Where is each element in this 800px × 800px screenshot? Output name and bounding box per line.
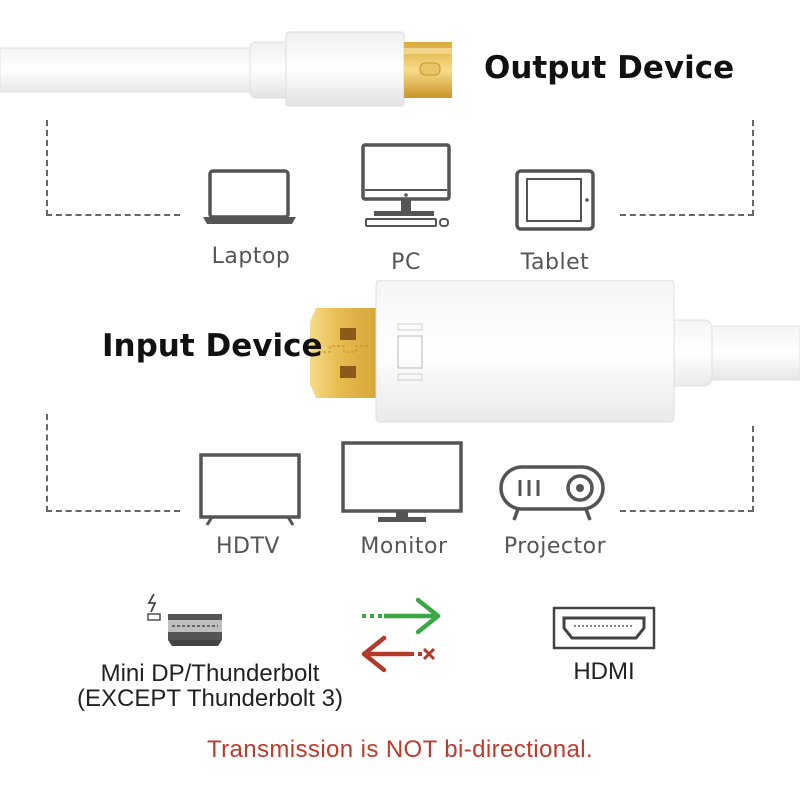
mini-dp-caption-line1: Mini DP/Thunderbolt	[100, 660, 320, 687]
hdmi-cable-image	[310, 280, 800, 423]
hdtv-icon	[199, 453, 301, 526]
top-right-bracket-vertical	[752, 120, 754, 216]
mini-dp-cable-image	[0, 31, 452, 107]
top-left-bracket-horizontal	[46, 214, 180, 216]
bottom-left-bracket-horizontal	[46, 510, 180, 512]
hdtv-label: HDTV	[216, 534, 280, 559]
top-right-bracket-horizontal	[620, 214, 754, 216]
pc-label: PC	[391, 250, 421, 275]
bottom-left-bracket-vertical	[46, 414, 48, 512]
input-device-title: Input Device	[102, 328, 323, 364]
monitor-icon	[341, 441, 463, 522]
projector-label: Projector	[503, 534, 607, 559]
output-device-title: Output Device	[484, 50, 735, 86]
bottom-right-bracket-vertical	[752, 426, 754, 512]
pc-icon	[361, 143, 451, 227]
direction-arrows-icon	[361, 597, 441, 673]
laptop-label: Laptop	[211, 244, 291, 269]
top-left-bracket-vertical	[46, 120, 48, 216]
mini-dp-caption-line2: (EXCEPT Thunderbolt 3)	[77, 685, 343, 712]
laptop-icon	[203, 169, 296, 224]
hdmi-caption: HDMI	[573, 658, 635, 685]
mini-dp-thunderbolt-icon	[147, 593, 222, 646]
tablet-label: Tablet	[520, 250, 590, 275]
projector-icon	[499, 465, 605, 521]
monitor-label: Monitor	[360, 534, 448, 559]
tablet-icon	[515, 169, 595, 231]
hdmi-port-icon	[552, 606, 656, 650]
bottom-right-bracket-horizontal	[620, 510, 754, 512]
transmission-note: Transmission is NOT bi-directional.	[206, 736, 594, 763]
